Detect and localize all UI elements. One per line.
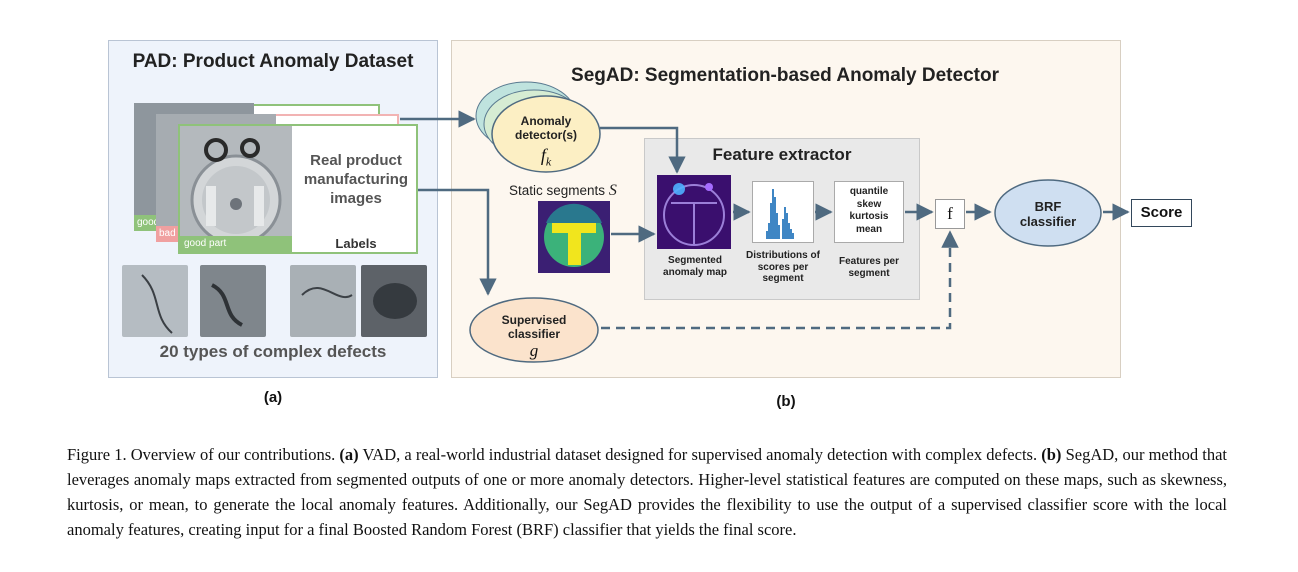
- tag-good-part: good part: [180, 236, 292, 252]
- static-segments-symbol: S: [608, 182, 617, 199]
- anomaly-detector-label: Anomaly detector(s): [514, 114, 577, 142]
- anomaly-detector-symbol: fk: [506, 145, 586, 170]
- score-box: Score: [1131, 199, 1192, 227]
- labels-label: Labels: [335, 236, 377, 251]
- anomaly-detector-k: k: [545, 154, 552, 169]
- real-images-label: Real product manufacturing images: [303, 152, 409, 207]
- supervised-classifier-symbol: g: [529, 341, 539, 360]
- tag-bad: bad: [156, 226, 184, 242]
- supervised-classifier-label: Supervised classifier: [501, 313, 567, 341]
- feature-extractor-title: Feature extractor: [712, 145, 852, 164]
- features-box: [834, 181, 904, 243]
- sub-label-a: (a): [263, 389, 283, 406]
- segmented-map-label: Segmented anomaly map: [663, 255, 727, 278]
- panel-b-title: SegAD: Segmentation-based Anomaly Detect…: [571, 65, 999, 86]
- static-segments-image: [538, 201, 610, 273]
- distributions-label: Distributions of scores per segment: [746, 250, 820, 284]
- segmented-anomaly-map: [657, 175, 731, 249]
- defect-thumb-2: [200, 265, 266, 337]
- brf-classifier-shape: [994, 179, 1102, 247]
- figure-caption: Figure 1. Overview of our contributions.…: [67, 442, 1227, 542]
- distribution-histogram: [766, 189, 794, 239]
- sub-label-b: (b): [776, 393, 796, 410]
- defect-thumb-3: [290, 265, 356, 337]
- static-segments-label: Static segments S: [509, 182, 617, 200]
- panel-a-title: PAD: Product Anomaly Dataset: [132, 51, 414, 72]
- caption-b-text: SegAD, our method that leverages anomaly…: [67, 445, 1227, 539]
- supervised-classifier-shape: [469, 297, 599, 363]
- arrow-supervised-to-f: [601, 230, 959, 330]
- features-label: Features per segment: [838, 256, 900, 279]
- features-list: quantile skew kurtosis mean: [849, 186, 889, 235]
- anomaly-detector-stack: [475, 81, 601, 173]
- static-segments-text: Static segments: [509, 183, 606, 198]
- caption-prefix: Figure 1. Overview of our contributions.: [67, 445, 340, 464]
- brf-classifier-label: BRF classifier: [1019, 199, 1077, 229]
- f-concat-box: f: [935, 199, 965, 229]
- arrow-images-to-supervised: [418, 188, 497, 296]
- arrow-detector-to-map: [600, 126, 686, 174]
- anomaly-detector-f: f: [540, 145, 546, 165]
- defect-thumb-drawings: [141, 274, 417, 334]
- caption-a-text: VAD, a real-world industrial dataset des…: [358, 445, 1042, 464]
- product-photo-drawing: [190, 138, 282, 236]
- caption-a-marker: (a): [339, 445, 359, 464]
- defects-label: 20 types of complex defects: [159, 342, 387, 361]
- caption-b-marker: (b): [1041, 445, 1062, 464]
